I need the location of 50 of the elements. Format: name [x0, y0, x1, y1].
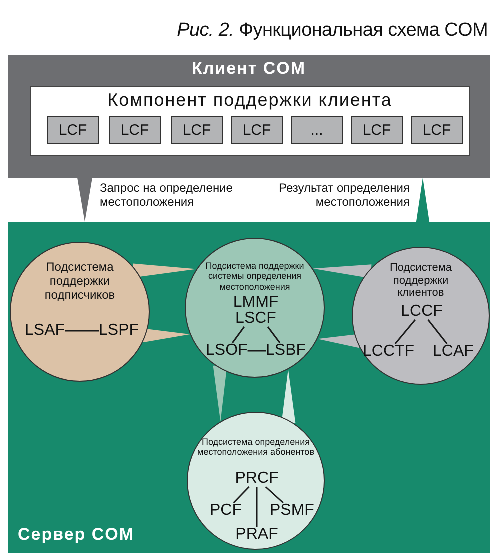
- function-block: LCF: [411, 116, 463, 144]
- connector-wedge: [213, 366, 228, 422]
- connector-line: [428, 320, 448, 344]
- function-block: LCF: [231, 116, 283, 144]
- connector-wedge: [282, 370, 296, 424]
- connector-wedge: [318, 334, 360, 348]
- function-label: LCCTF: [363, 344, 415, 360]
- function-label: LCCF: [401, 304, 443, 320]
- panel-heading: Сервер COM: [18, 525, 135, 545]
- function-block: LCF: [171, 116, 223, 144]
- function-block: LCF: [47, 116, 99, 144]
- function-label: PRCF: [235, 471, 279, 487]
- function-label: LSAF: [25, 323, 66, 339]
- circle-heading: Подсистема поддержки системы определения местоположения: [204, 261, 306, 292]
- server-panel: [8, 222, 490, 553]
- function-label: LCAF: [433, 344, 474, 360]
- circle-heading: Подсистема поддержки клиентов: [388, 262, 454, 300]
- connector-line: [394, 320, 416, 344]
- panel-heading: Клиент COM: [192, 59, 306, 79]
- connector-wedge: [77, 175, 93, 222]
- edge-label: Результат определения местоположения: [278, 181, 410, 209]
- circle-heading: Подсистема поддержки подписчиков: [44, 261, 116, 302]
- connector-line: [65, 330, 99, 332]
- function-label: PSMF: [270, 503, 314, 519]
- connector-line: [233, 486, 250, 504]
- connector-wedge: [416, 178, 430, 225]
- figure-title: Рис. 2. Функциональная схема COM: [177, 20, 488, 42]
- function-label: LSCF: [234, 311, 278, 327]
- function-label: LMMF: [233, 295, 279, 311]
- box-heading: Компонент поддержки клиента: [108, 90, 392, 111]
- component-box: [30, 86, 470, 156]
- connector-line: [256, 487, 258, 527]
- connector-wedge: [142, 328, 190, 343]
- function-block: LCF: [109, 116, 161, 144]
- client-panel: [8, 55, 490, 178]
- connector-wedge: [313, 264, 372, 278]
- circle-heading: Подсистема определения местоположения абонентов: [196, 437, 316, 458]
- edge-label: Запрос на определение местоположения: [100, 181, 234, 209]
- function-label: LSBF: [266, 343, 306, 359]
- function-block: LCF: [351, 116, 403, 144]
- function-label: LSOF: [206, 343, 248, 359]
- connector-line: [232, 326, 245, 344]
- function-label: LSPF: [99, 323, 140, 339]
- function-label: PCF: [210, 503, 242, 519]
- connector-wedge: [133, 264, 197, 278]
- function-label: PRAF: [236, 527, 278, 543]
- connector-line: [267, 326, 281, 344]
- connector-line: [265, 486, 284, 504]
- function-block: ...: [291, 116, 343, 144]
- connector-line: [248, 350, 266, 352]
